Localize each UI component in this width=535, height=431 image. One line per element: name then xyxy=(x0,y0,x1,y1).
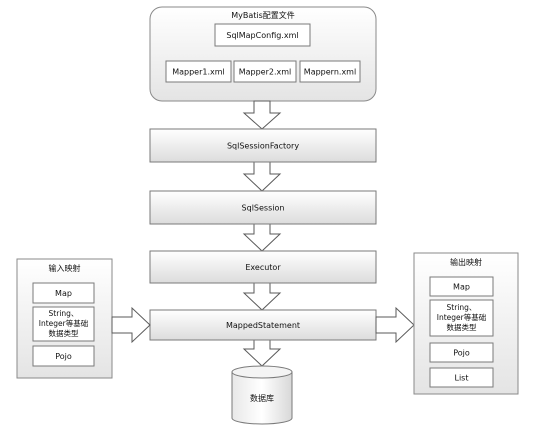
input-map-label: Map xyxy=(55,289,72,298)
config-group: MyBatis配置文件 SqlMapConfig.xml Mapper1.xml… xyxy=(149,6,377,102)
arrow-factory-to-session xyxy=(242,161,282,192)
executor-label: Executor xyxy=(245,263,281,272)
mapper1-label: Mapper1.xml xyxy=(172,68,225,77)
output-basic-types-line3: 数据类型 xyxy=(447,322,477,332)
arrow-statement-to-database xyxy=(242,339,282,367)
output-basic-types-line1: String、 xyxy=(447,303,477,312)
database-body xyxy=(231,371,293,425)
input-pojo-label: Pojo xyxy=(55,352,72,361)
sqlmapconfig-label: SqlMapConfig.xml xyxy=(226,31,298,40)
arrow-input-to-statement xyxy=(111,306,151,344)
output-map-label: Map xyxy=(453,283,470,292)
arrow-session-to-executor xyxy=(242,223,282,252)
arrow-statement-to-output xyxy=(375,306,415,344)
mappern-box xyxy=(299,60,361,83)
mapper1-box xyxy=(165,60,232,83)
sqlsession-box xyxy=(149,190,377,225)
sqlmapconfig-box xyxy=(214,23,311,47)
output-list-box xyxy=(429,367,494,388)
input-pojo-box xyxy=(32,345,95,367)
output-list-label: List xyxy=(455,374,469,383)
input-mapping-group: 输入映射 Map String、 Integer等基础 数据类型 Pojo xyxy=(16,258,113,379)
input-basic-types-line2: Integer等基础 xyxy=(39,318,88,328)
input-basic-types-line1: String、 xyxy=(49,309,79,318)
sqlsessionfactory-label: SqlSessionFactory xyxy=(227,142,299,151)
output-pojo-label: Pojo xyxy=(453,349,470,358)
output-basic-types-box xyxy=(429,299,494,337)
sqlsession-label: SqlSession xyxy=(242,204,285,213)
mapper2-box xyxy=(233,60,297,83)
input-basic-types-line3: 数据类型 xyxy=(49,328,79,338)
output-mapping-group: 输出映射 Map String、 Integer等基础 数据类型 Pojo Li… xyxy=(413,252,519,395)
arrow-executor-to-statement xyxy=(242,282,282,311)
mapper2-label: Mapper2.xml xyxy=(239,68,292,77)
input-map-box xyxy=(32,282,95,304)
database-label: 数据库 xyxy=(250,393,274,403)
input-mapping-title: 输入映射 xyxy=(49,263,81,273)
output-basic-types-line2: Integer等基础 xyxy=(437,312,486,322)
database-top xyxy=(231,365,293,379)
config-group-title: MyBatis配置文件 xyxy=(231,10,295,20)
input-basic-types-box xyxy=(32,306,95,342)
database-cylinder: 数据库 xyxy=(231,365,293,425)
arrow-config-to-factory xyxy=(242,100,282,130)
mappedstatement-box xyxy=(149,309,377,341)
output-mapping-title: 输出映射 xyxy=(450,257,482,267)
output-pojo-box xyxy=(429,342,494,363)
mappern-label: Mappern.xml xyxy=(304,68,356,77)
output-map-box xyxy=(429,276,494,297)
sqlsessionfactory-box xyxy=(149,128,377,163)
mappedstatement-label: MappedStatement xyxy=(226,321,300,330)
config-group-panel xyxy=(149,6,377,102)
executor-box xyxy=(149,250,377,284)
